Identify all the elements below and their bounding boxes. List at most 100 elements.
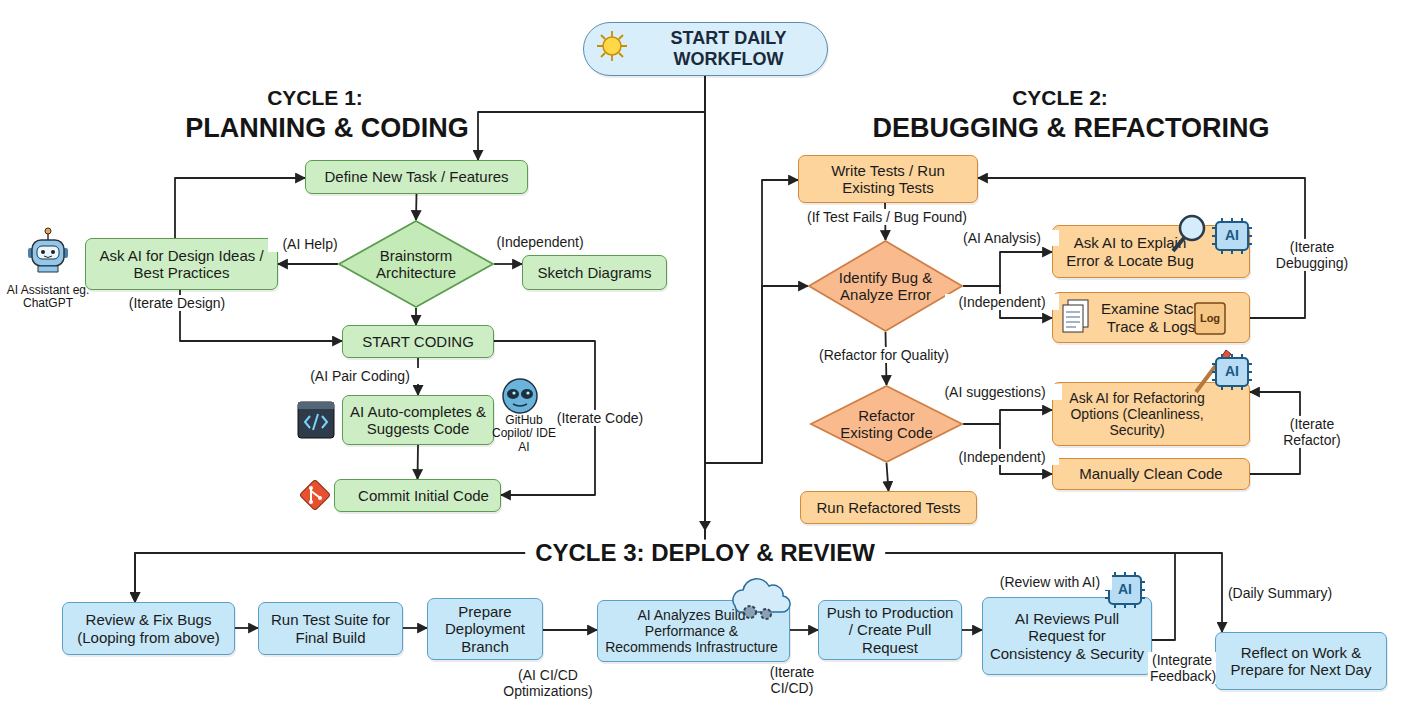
section-heading: CYCLE 3: DEPLOY & REVIEW (525, 540, 885, 567)
robot-icon (38, 266, 58, 272)
section-heading: CYCLE 1: (267, 86, 363, 110)
robot-icon (28, 248, 33, 258)
process-box: Commit Initial Code (334, 479, 501, 512)
process-box: Ask AI to Explain Error & Locate Bug (1052, 225, 1250, 278)
flow-arrow (962, 629, 982, 631)
process-box: Ask AI for Refactoring Options (Cleanlin… (1052, 382, 1250, 446)
process-box: Sketch Diagrams (522, 255, 667, 290)
flow-arrow (494, 263, 522, 265)
flow-arrow (175, 178, 305, 238)
node-text: Refactor Existing Code (834, 407, 939, 442)
code-icon (298, 402, 334, 409)
node-text: AI Reviews Pull Request for Consistency … (989, 610, 1145, 662)
copilot-icon (521, 389, 533, 399)
edge-label: (Independent) (945, 449, 1059, 465)
process-box: Write Tests / Run Existing Tests (798, 155, 978, 203)
copilot-icon (512, 391, 515, 394)
node-text: Reflect on Work & Prepare for Next Day (1222, 644, 1380, 679)
process-box: Reflect on Work & Prepare for Next Day (1215, 632, 1387, 690)
copilot-icon (503, 379, 537, 413)
process-box: Prepare Deployment Branch (427, 598, 543, 660)
edge-label: (Iterate Debugging) (1270, 239, 1354, 271)
node-text: Brainstorm Architecture (362, 247, 470, 282)
flow-arrow (963, 252, 1052, 286)
flow-arrow (887, 463, 889, 491)
robot-icon (63, 248, 68, 258)
flow-arrow (417, 445, 419, 479)
copilot-icon (513, 404, 527, 406)
flow-arrow (278, 263, 338, 265)
process-box: Manually Clean Code (1052, 458, 1250, 490)
edge-label: (Integrate Feedback) (1148, 652, 1216, 684)
code-icon (298, 402, 334, 438)
edge-label: (AI Help) (268, 236, 352, 252)
flow-arrow (963, 410, 1052, 424)
section-heading: CYCLE 2: (1012, 86, 1108, 110)
icon-text: Log (1200, 312, 1220, 324)
process-box: Run Test Suite for Final Build (258, 602, 403, 655)
code-icon (305, 414, 327, 430)
node-text: AI Analyzes Build Performance & Recommen… (604, 607, 779, 655)
node-text: Ask AI for Refactoring Options (Cleanlin… (1059, 390, 1215, 438)
robot-icon (45, 228, 51, 234)
edge-label: (Independent) (945, 294, 1059, 310)
diamond-outline (339, 221, 493, 307)
node-text: Ask AI to Explain Error & Locate Bug (1059, 234, 1201, 269)
node-text: Ask AI for Design Ideas / Best Practices (92, 247, 271, 282)
section-heading: DEBUGGING & REFACTORING (872, 113, 1269, 143)
robot-icon (41, 250, 45, 254)
node-text: Review & Fix Bugs (Looping from above) (69, 611, 228, 646)
robot-icon (51, 250, 55, 254)
edge-label: (If Test Fails / Bug Found) (785, 209, 989, 225)
node-text: START CODING (362, 333, 474, 350)
edge-label: (Iterate Design) (110, 295, 244, 311)
git-icon (318, 496, 322, 500)
robot-icon (32, 240, 64, 266)
git-icon (309, 500, 313, 504)
flow-arrow (235, 627, 258, 629)
robot-icon (44, 256, 52, 258)
flow-arrow (790, 629, 818, 631)
node-text: Manually Clean Code (1079, 465, 1222, 482)
robot-icon (28, 228, 68, 272)
start-terminal: START DAILY WORKFLOW (583, 22, 828, 76)
flow-arrow (705, 76, 798, 463)
chip-text: AI (1225, 364, 1239, 380)
edge-label: (Iterate Refactor) (1274, 416, 1350, 448)
flow-arrow (415, 308, 417, 325)
process-box: Push to Production / Create Pull Request (818, 600, 962, 660)
node-text: AI Auto-completes & Suggests Code (349, 403, 487, 438)
process-box: Ask AI for Design Ideas / Best Practices (85, 238, 278, 290)
process-box: AI Auto-completes & Suggests Code (342, 395, 494, 445)
node-text: Identify Bug & Analyze Error (830, 269, 941, 304)
flow-arrow (543, 629, 597, 631)
edge-label: (Independent) (483, 234, 597, 250)
process-box: Review & Fix Bugs (Looping from above) (62, 602, 235, 655)
flow-arrow (478, 76, 705, 160)
robot-icon (37, 246, 59, 259)
edge-label: (AI suggestions) (928, 384, 1062, 400)
decision-diamond: Identify Bug & Analyze Error (808, 240, 963, 332)
code-icon (298, 402, 334, 438)
edge-label: (Refactor for Quality) (797, 347, 971, 363)
node-text: Examine Stack Trace & Logs (1091, 300, 1211, 335)
copilot-icon (526, 391, 529, 394)
process-box: Examine Stack Trace & Logs (1052, 292, 1250, 343)
node-text: Prepare Deployment Branch (434, 603, 536, 655)
node-text: Write Tests / Run Existing Tests (805, 162, 971, 197)
process-box: START CODING (342, 325, 494, 358)
chip-text: AI (1118, 582, 1132, 598)
node-text: START DAILY WORKFLOW (642, 28, 815, 69)
flow-arrow (403, 627, 427, 629)
node-text: Commit Initial Code (358, 487, 489, 504)
node-text: Push to Production / Create Pull Request (825, 604, 955, 656)
git-icon (309, 486, 313, 490)
process-box: Run Refactored Tests (800, 491, 977, 524)
edge-label: (AI Pair Coding) (298, 368, 422, 384)
edge-label: (AI CI/CD Optimizations) (491, 667, 605, 699)
section-heading: PLANNING & CODING (185, 113, 469, 143)
git-icon (299, 479, 330, 510)
edge-label: (Daily Summary) (1223, 585, 1337, 601)
icon-caption: AI Assistant eg. ChatGPT (4, 284, 92, 311)
edge-label: (Iterate CI/CD) (752, 664, 832, 696)
